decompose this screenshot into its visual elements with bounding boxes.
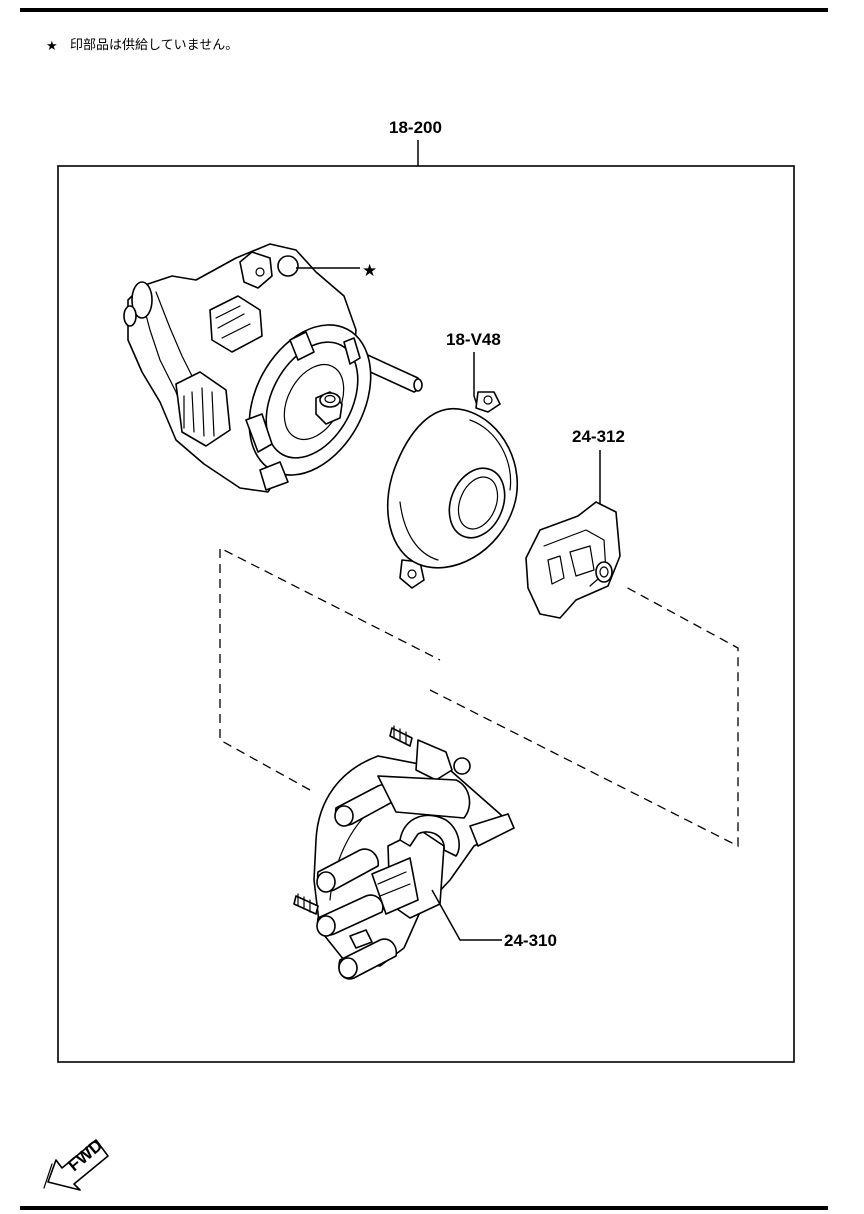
distributor-body xyxy=(123,243,423,493)
note-text: 印部品は供給していません。 xyxy=(70,38,238,53)
rotor xyxy=(525,501,621,619)
distributor-cover xyxy=(386,391,519,589)
note-star: ★ xyxy=(46,39,58,54)
alignment-left xyxy=(219,546,441,791)
distributor-cap xyxy=(293,725,515,980)
callout-star: ★ xyxy=(362,261,377,280)
cap-leader xyxy=(431,889,502,941)
callout-assembly: 18-200 xyxy=(389,118,442,137)
assembly-frame xyxy=(57,165,795,1063)
callout-rotor: 24-312 xyxy=(572,427,625,446)
fwd-arrow-icon: FWD xyxy=(43,1136,109,1191)
callout-cover: 18-V48 xyxy=(446,330,501,349)
callout-cap: 24-310 xyxy=(504,931,557,950)
alignment-right xyxy=(429,585,739,848)
